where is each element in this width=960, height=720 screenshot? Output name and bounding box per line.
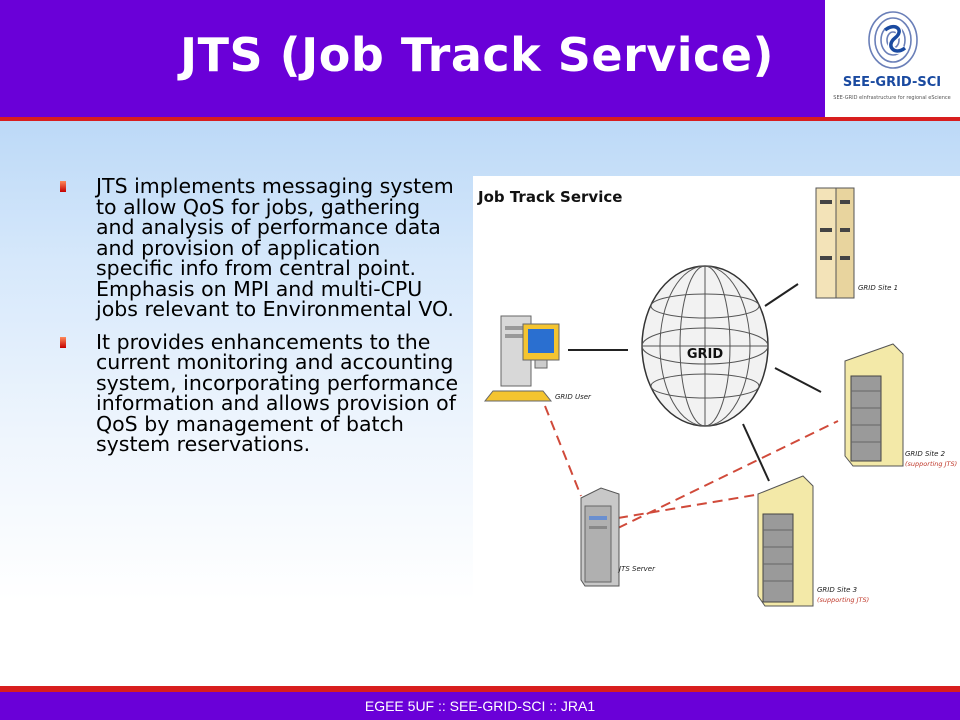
dashed-link-server-site3: [617, 493, 762, 519]
user-label: GRID User: [555, 393, 592, 401]
bullet-marker-icon: [60, 181, 66, 192]
diagram-svg: Job Track Service GRID: [477, 187, 957, 607]
logo-graphic: SEE-GRID-SCI SEE-GRID eInfrastructure fo…: [833, 11, 951, 101]
site1-label: GRID Site 1: [858, 284, 898, 292]
site2-label: GRID Site 2: [905, 450, 946, 458]
site2-rack-icon: [844, 343, 904, 467]
dashed-link-user-server: [544, 405, 582, 497]
header-bar: JTS (Job Track Service): [0, 0, 825, 117]
grid-label: GRID: [687, 347, 724, 362]
job-track-service-diagram: Job Track Service GRID: [473, 176, 960, 624]
site1-servers-icon: [815, 187, 855, 299]
logo-tagline: SEE-GRID eInfrastructure for regional eS…: [833, 95, 950, 101]
bullet-item: It provides enhancements to the current …: [60, 329, 460, 456]
slide-title: JTS (Job Track Service): [180, 28, 775, 82]
jts-server-icon: [580, 487, 620, 587]
footer-text: EGEE 5UF :: SEE-GRID-SCI :: JRA1: [364, 698, 596, 714]
bullet-text: JTS implements messaging system to allow…: [96, 174, 454, 321]
user-computer-icon: [483, 315, 560, 402]
bullet-item: JTS implements messaging system to allow…: [60, 176, 460, 320]
site3-label: GRID Site 3: [817, 586, 857, 594]
link-grid-site3: [742, 423, 770, 482]
logo-name: SEE-GRID-SCI: [843, 75, 941, 90]
see-grid-sci-logo: SEE-GRID-SCI SEE-GRID eInfrastructure fo…: [825, 0, 960, 117]
bullet-marker-icon: [60, 336, 66, 348]
grid-globe-icon: [641, 265, 769, 427]
footer-bar: [0, 692, 960, 720]
header-divider: [0, 117, 960, 121]
footer-divider: [0, 686, 960, 692]
link-grid-site1: [764, 283, 799, 307]
diagram-title: Job Track Service: [477, 188, 622, 206]
bullet-text: It provides enhancements to the current …: [96, 329, 459, 456]
server-label: JTS Server: [617, 565, 656, 573]
site2-note: (supporting JTS): [905, 460, 957, 468]
site3-note: (supporting JTS): [817, 596, 869, 604]
dashed-link-server-site2: [617, 420, 839, 529]
site3-rack-icon: [757, 475, 814, 607]
link-grid-site2: [774, 367, 822, 393]
bullet-list: JTS implements messaging system to allow…: [60, 176, 460, 467]
